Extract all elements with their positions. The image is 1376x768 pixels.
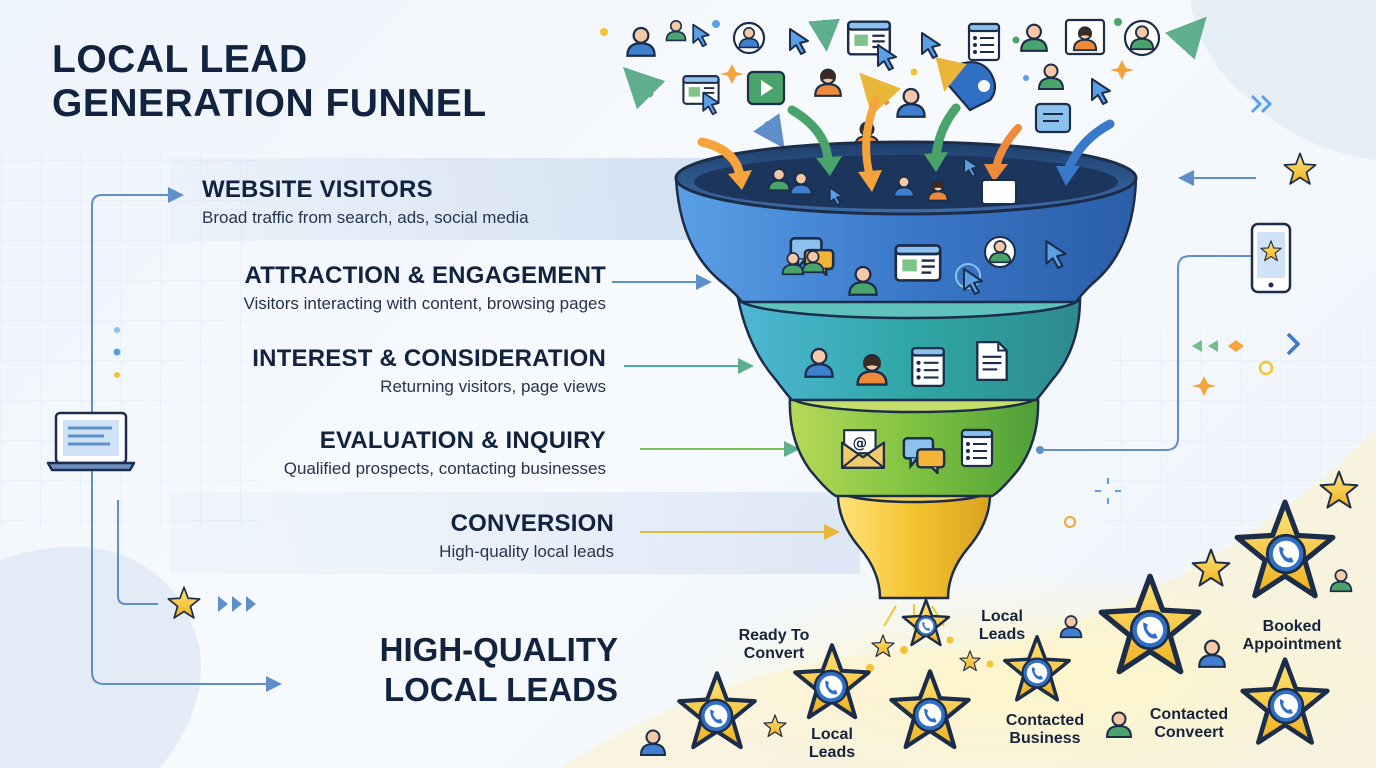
lead-label-line: Appointment [1242,636,1342,653]
document-icon [967,22,1001,62]
result-heading: HIGH-QUALITY LOCAL LEADS [380,630,618,710]
stage-description: Broad traffic from search, ads, social m… [202,208,529,227]
person-icon [1105,711,1133,739]
lead-label-local-leads: Local Leads [792,726,872,762]
lead-label-line: Leads [978,626,1026,643]
lead-label-contacted-business: Contacted Business [990,712,1100,748]
stage-heading: CONVERSION [450,510,614,537]
connector-dot [1036,446,1044,454]
star-icon [1191,548,1231,587]
phone-icon [1267,687,1305,725]
stage-heading: EVALUATION & INQUIRY [319,427,606,454]
title-line-1: LOCAL LEAD [52,38,308,81]
lead-label-line: Leads [808,744,856,761]
lead-label-line: Contacted [1149,706,1229,723]
lead-label-line: Conveert [1154,724,1224,741]
person-icon [1020,23,1048,53]
phone-icon [912,697,948,733]
laptop-icon [46,411,136,472]
lead-label-ready-to-convert: Ready To Convert [722,627,826,663]
document-icon [960,428,994,468]
cursor-icon [789,28,809,55]
video-play-icon [761,80,773,96]
person-icon [1329,569,1353,593]
connector-line [91,187,184,412]
stage-heading: ATTRACTION & ENGAGEMENT [244,262,606,289]
star-icon [763,714,787,738]
person-icon [639,729,667,757]
result-line-2: LOCAL LEADS [383,671,618,708]
star-icon [1283,152,1317,185]
person-icon [1059,615,1083,639]
funnel-top-icons [767,157,1017,206]
person-icon [626,26,656,57]
document-icon [976,340,1008,382]
sparkle-burst [1095,478,1121,504]
stage-interest-consideration: INTEREST & CONSIDERATION Returning visit… [252,345,606,397]
person-icon [814,68,842,98]
stage-description: High-quality local leads [439,542,614,561]
person-icon [665,19,687,42]
cursor-icon [921,32,941,59]
phone-icon [915,615,937,637]
decorative-arrows [1192,340,1218,352]
document-icon [911,346,945,388]
page-title: LOCAL LEAD GENERATION FUNNEL [52,38,487,126]
star-icon [1319,470,1359,509]
chat-bubble-icon [1034,102,1072,134]
star-icon [959,650,981,672]
lead-label-line: Convert [743,645,805,662]
stage-description: Returning visitors, page views [380,377,606,396]
cursor-icon [692,23,710,48]
person-icon [1198,639,1226,668]
funnel-stage-conversion [836,486,992,600]
star-icon [167,586,201,619]
lead-label-line: Booked [1262,618,1322,635]
chevron-right-icon [218,596,256,612]
stage-attraction-engagement: ATTRACTION & ENGAGEMENT Visitors interac… [243,262,606,314]
connector-line [1042,255,1256,451]
result-line-1: HIGH-QUALITY [379,631,618,668]
lead-label-line: Local [811,726,853,743]
phone-icon [1129,609,1171,651]
title-line-2: GENERATION FUNNEL [52,82,487,125]
star-icon [871,634,895,658]
lead-label-line: Ready To [738,627,810,644]
funnel [674,140,1138,600]
attraction-band-icons [781,236,1067,296]
stage-band-1 [170,158,730,240]
incoming-traffic-icons [600,16,1207,149]
stage-description: Qualified prospects, contacting business… [283,459,606,478]
lead-label-line: Contacted [1005,712,1085,729]
connector-line [91,470,282,692]
lead-label-line: Business [1009,730,1081,747]
stage-description: Visitors interacting with content, brows… [243,294,606,313]
phone-icon [1021,657,1053,689]
incoming-arrows [697,96,1115,192]
connector-line [117,500,158,605]
browser-window-icon [894,244,942,282]
stage-evaluation-inquiry: EVALUATION & INQUIRY Qualified prospects… [284,427,606,479]
person-icon [1037,63,1065,91]
stage-heading: WEBSITE VISITORS [202,176,433,203]
lead-label-local-leads-2: Local Leads [962,608,1042,644]
phone-icon [813,669,849,705]
stage-conversion: CONVERSION High-quality local leads [439,510,614,562]
mobile-phone-icon [1250,222,1292,294]
stage-heading: INTEREST & CONSIDERATION [252,345,606,372]
lead-label-booked-appointment: Booked Appointment [1230,618,1354,654]
phone-icon [698,698,734,734]
lead-label-line: Local [981,608,1023,625]
lead-label-contacted-conveert: Contacted Conveert [1134,706,1244,742]
person-icon [896,87,926,118]
stage-website-visitors: WEBSITE VISITORS Broad traffic from sear… [202,176,529,228]
cursor-icon [1091,78,1111,105]
phone-icon [1265,533,1307,575]
